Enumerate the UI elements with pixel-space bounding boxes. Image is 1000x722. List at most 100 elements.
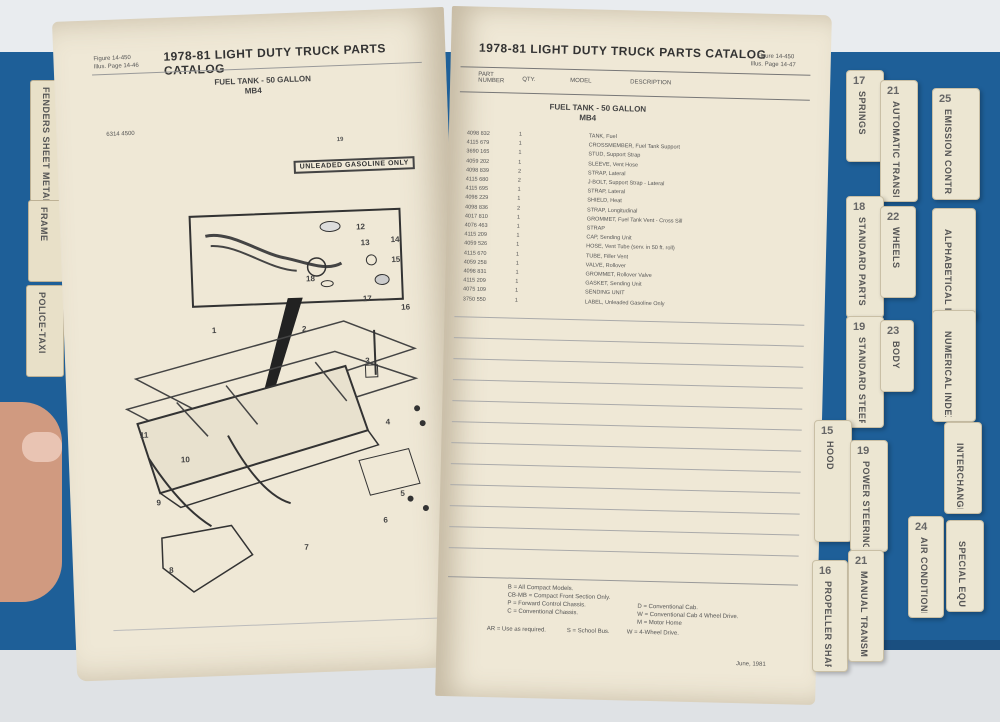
part-qty: 1	[518, 131, 523, 138]
part-qty: 1	[516, 232, 520, 239]
legend-text: C = Conventional Chassis.	[507, 608, 579, 617]
callout-1: 1	[211, 325, 217, 336]
part-description: SHIELD, Heat	[587, 197, 622, 205]
index-tab[interactable]: INTERCHANGE CROSS REFERENCE	[944, 422, 982, 514]
legend-text: W = 4-Wheel Drive.	[626, 629, 679, 637]
tab-label: INTERCHANGE CROSS REFERENCE	[955, 443, 965, 509]
tab-number: 22	[887, 211, 900, 223]
tab-label: HOOD	[825, 441, 835, 470]
part-number: 4098 229	[465, 194, 489, 202]
part-qty: 1	[517, 186, 521, 193]
part-description: GROMMET, Rollover Valve	[585, 271, 652, 279]
part-number: 4098 836	[465, 203, 489, 211]
part-description: STRAP, Lateral	[587, 188, 626, 196]
tab-number: 16	[819, 565, 832, 577]
tab-number: 17	[853, 75, 866, 87]
part-number: 3750 550	[462, 295, 486, 303]
part-qty: 1	[515, 260, 519, 267]
page-header: 1978-81 LIGHT DUTY TRUCK PARTS CATALOG	[478, 40, 767, 62]
ruled-line	[450, 484, 801, 494]
callout-9: 9	[156, 498, 162, 508]
part-description: TUBE, Filler Vent	[585, 252, 629, 260]
tab-label: BODY	[891, 341, 901, 370]
part-qty: 1	[516, 223, 520, 230]
part-qty: 1	[518, 140, 522, 147]
part-description: LABEL, Unleaded Gasoline Only	[584, 298, 665, 307]
tab-number: 19	[857, 445, 870, 457]
part-description: STRAP	[586, 225, 606, 232]
callout-6: 6	[383, 515, 388, 525]
col-part-number: PART NUMBER	[478, 71, 505, 85]
callout-10: 10	[180, 455, 190, 465]
part-qty: 2	[517, 205, 521, 212]
illus-page-ref: Illus. Page 14-47	[750, 61, 796, 69]
ruled-line	[451, 442, 802, 452]
tab-label: AIR CONDITIONING	[919, 537, 929, 613]
part-description: SENDING UNIT	[584, 289, 625, 297]
index-tab[interactable]: SPECIAL EQUIPMENT	[946, 520, 984, 612]
callout-12: 12	[355, 222, 366, 232]
tab-number: 15	[821, 425, 834, 437]
left-tab-police[interactable]: POLICE-TAXI	[26, 285, 64, 377]
part-description: J-BOLT, Support Strap - Lateral	[587, 179, 665, 188]
part-qty: 2	[517, 177, 521, 184]
ruled-line	[450, 463, 801, 473]
callout-15: 15	[391, 254, 401, 265]
page-date: June, 1981	[735, 661, 766, 668]
callout-14: 14	[390, 234, 400, 245]
col-qty: QTY.	[522, 76, 536, 84]
index-tab[interactable]: NUMERICAL INDEX	[932, 310, 976, 422]
ruled-line	[454, 316, 805, 326]
parts-row: 4098 836 2 STRAP, Longitudinal	[465, 203, 805, 215]
part-qty: 1	[518, 150, 522, 157]
part-number: 4115 209	[464, 231, 488, 239]
unleaded-label-box: UNLEADED GASOLINE ONLY	[293, 156, 416, 174]
callout-16: 16	[401, 302, 411, 312]
part-number: 4059 258	[463, 259, 487, 266]
part-number: 4075 109	[462, 286, 487, 294]
left-tab-frame[interactable]: FRAME	[28, 200, 64, 282]
part-qty: 1	[517, 196, 521, 203]
callout-7: 7	[304, 542, 309, 552]
part-qty: 1	[516, 242, 520, 249]
part-qty: 1	[518, 159, 522, 166]
part-qty: 1	[516, 214, 520, 221]
callout-4: 4	[385, 417, 391, 427]
ruled-line	[449, 505, 800, 515]
index-tab[interactable]: ALPHABETICAL INDEX	[932, 208, 976, 320]
callout-19: 19	[336, 136, 344, 144]
left-tab-label: FENDERS SHEET METAL	[41, 87, 51, 205]
ruled-line	[451, 421, 802, 431]
col-model: MODEL	[570, 77, 592, 85]
part-description: GROMMET, Fuel Tank Vent - Cross Sill	[586, 216, 683, 225]
part-description: TANK, Fuel	[588, 133, 617, 141]
tab-number: 24	[915, 521, 928, 533]
tab-label: EMISSION CONTROLS	[943, 109, 953, 195]
left-tab-label: POLICE-TAXI	[37, 292, 47, 354]
part-description: CAP, Sending Unit	[586, 234, 632, 242]
part-number: 4098 831	[463, 268, 487, 275]
part-description: STRAP, Longitudinal	[586, 206, 638, 215]
part-description: SLEEVE, Vent Hose	[588, 160, 639, 169]
callout-13: 13	[360, 237, 370, 248]
column-header-row: PART NUMBER QTY. MODEL DESCRIPTION	[459, 66, 811, 101]
